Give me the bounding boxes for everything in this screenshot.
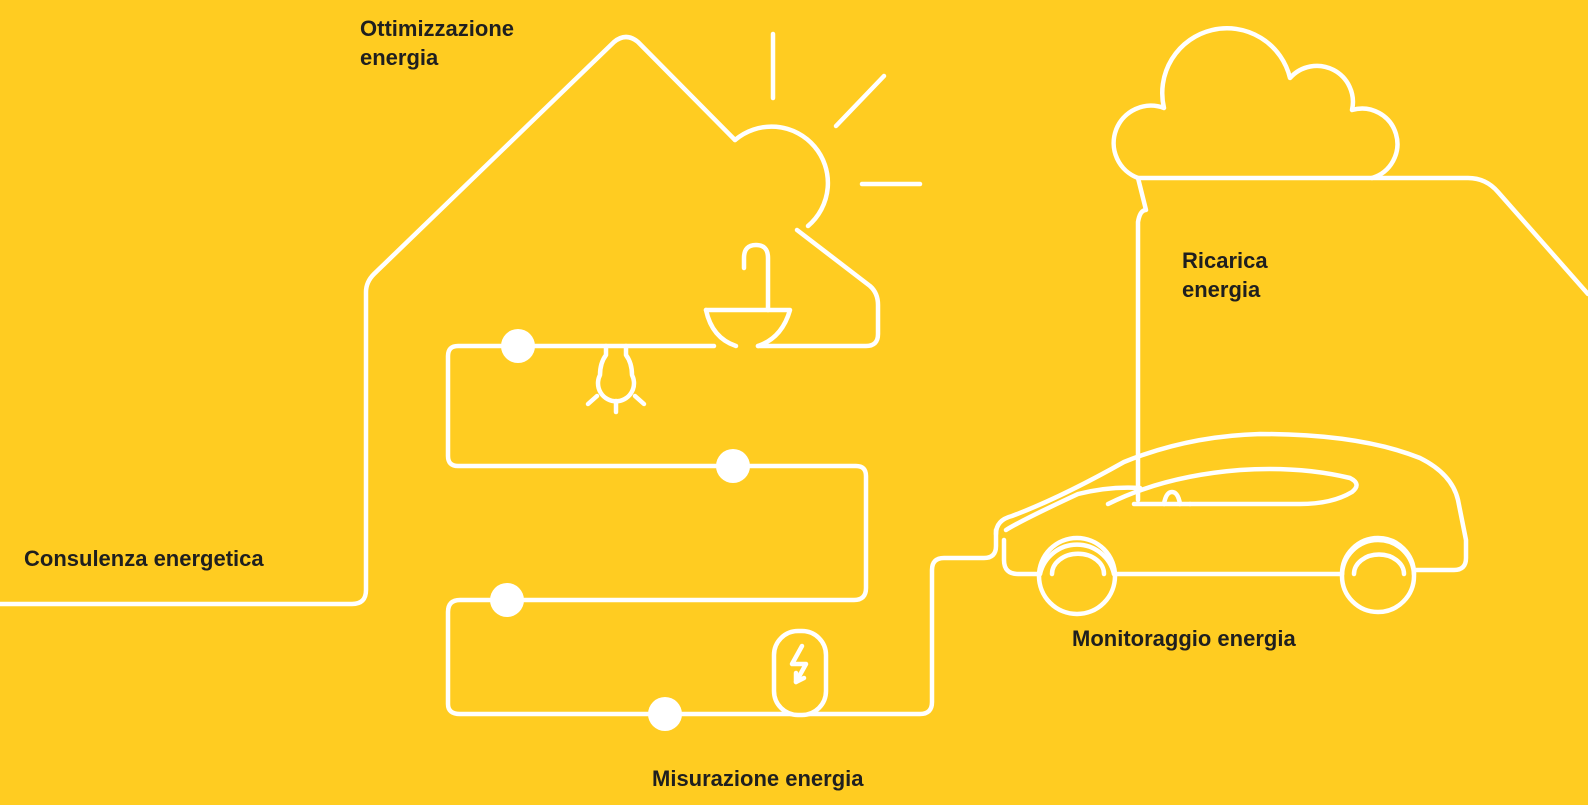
lamp-icon bbox=[703, 242, 793, 349]
sun-icon bbox=[732, 31, 923, 229]
label-recharge-line1: Ricarica bbox=[1182, 248, 1268, 273]
cloud-icon bbox=[1111, 26, 1588, 503]
label-optimization-line2: energia bbox=[360, 45, 439, 70]
energy-meter-icon bbox=[771, 628, 829, 718]
node-dot bbox=[716, 449, 750, 483]
node-dot bbox=[648, 697, 682, 731]
label-measurement: Misurazione energia bbox=[652, 766, 864, 791]
node-dot bbox=[490, 583, 524, 617]
label-consulting: Consulenza energetica bbox=[24, 546, 264, 571]
energy-path-line bbox=[0, 34, 738, 607]
label-optimization: Ottimizzazione energia bbox=[360, 14, 514, 72]
wire-path bbox=[445, 343, 999, 717]
house-roof-right-line bbox=[755, 227, 881, 349]
node-dot bbox=[501, 329, 535, 363]
label-recharge-line2: energia bbox=[1182, 277, 1261, 302]
car-icon bbox=[993, 431, 1469, 617]
label-recharge: Ricarica energia bbox=[1182, 246, 1268, 304]
label-monitoring: Monitoraggio energia bbox=[1072, 626, 1296, 651]
lightbulb-icon bbox=[585, 343, 647, 415]
label-optimization-line1: Ottimizzazione bbox=[360, 16, 515, 41]
